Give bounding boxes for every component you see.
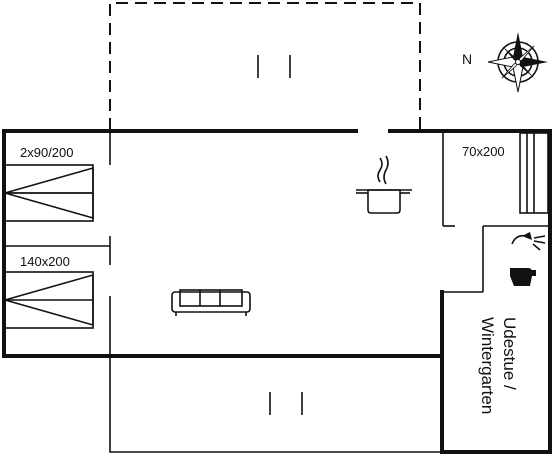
north-terrace [109,2,421,130]
north-label: N [462,51,472,67]
bed-label-bedroom-1: 2x90/200 [20,145,74,160]
conservatory-label-line-2: Wintergarten [478,317,497,414]
bed-label-bedroom-3: 70x200 [462,144,505,159]
toilet-icon [510,268,536,286]
compass-rose-icon [487,32,548,93]
conservatory-label-line-1: Udestue / [500,317,519,390]
shower-icon [511,232,546,251]
bed-label-bedroom-2: 140x200 [20,254,70,269]
double-bed [4,271,94,329]
single-beds [4,164,94,222]
narrow-bed [519,132,549,214]
cooking-pot-icon [356,155,412,214]
south-terrace [109,356,440,453]
interior-walls [4,131,550,410]
sofa-icon [171,289,251,316]
